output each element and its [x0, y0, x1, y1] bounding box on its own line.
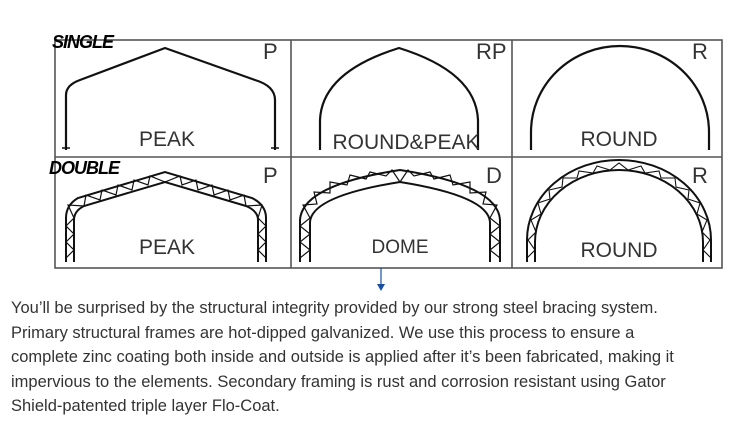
cell-code-double-round: R: [692, 163, 708, 188]
cell-name-double-round: ROUND: [581, 239, 658, 262]
diagram-grid: [54, 39, 723, 269]
cell-code-single-peak: P: [263, 39, 278, 64]
description-paragraph: You’ll be surprised by the structural in…: [11, 296, 741, 419]
cell-name-single-round: ROUND: [581, 128, 658, 151]
cell-code-single-round: R: [692, 39, 708, 64]
cell-code-dome: D: [486, 163, 502, 188]
dome-truss: [299, 168, 501, 262]
cell-code-double-peak: P: [263, 163, 278, 188]
description-line: impervious to the elements. Secondary fr…: [11, 372, 666, 391]
description-line: complete zinc coating both inside and ou…: [11, 348, 674, 366]
single-round-frame: [529, 44, 711, 150]
cell-name-dome: DOME: [372, 237, 429, 258]
cell-name-single-peak: PEAK: [139, 128, 195, 151]
description-line: Primary structural frames are hot-dipped…: [11, 323, 635, 342]
description-line: Shield-patented triple layer Flo-Coat.: [11, 397, 280, 415]
down-arrow-icon: [377, 268, 385, 291]
double-round-truss: [526, 159, 712, 262]
single-peak-frame: [62, 46, 279, 150]
cell-name-single-round-peak: ROUND&PEAK: [332, 131, 479, 154]
description-line: You’ll be surprised by the structural in…: [11, 299, 658, 317]
cell-code-single-round-peak: RP: [476, 39, 507, 64]
double-peak-truss: [65, 170, 267, 262]
row-label-single: SINGLE: [52, 32, 115, 52]
cell-name-double-peak: PEAK: [139, 236, 195, 259]
row-label-double: DOUBLE: [49, 158, 121, 178]
frame-type-diagram: SINGLE DOUBLE P RP R P D R PEAK ROUND&PE…: [49, 32, 723, 291]
single-round-peak-frame: [318, 46, 480, 150]
